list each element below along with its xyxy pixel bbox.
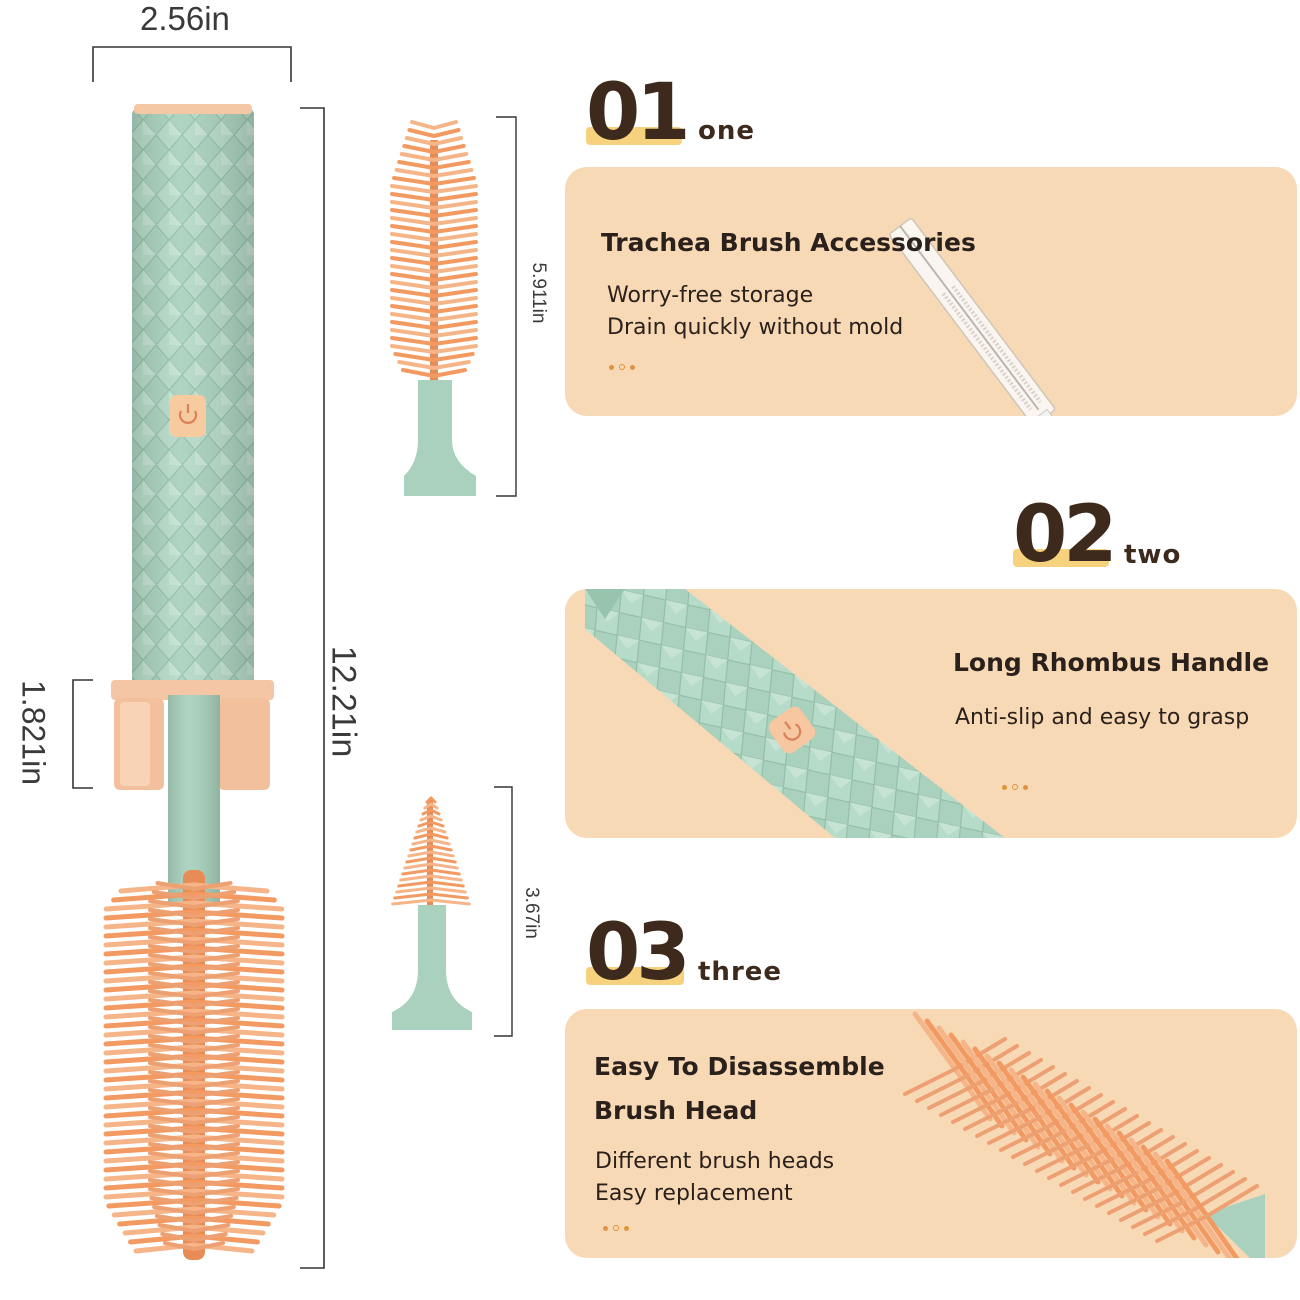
pagination-dots bbox=[603, 1225, 629, 1231]
feature-desc-line: Drain quickly without mold bbox=[607, 315, 904, 340]
pagination-dots bbox=[1002, 784, 1028, 790]
power-icon bbox=[768, 706, 816, 754]
number-highlight bbox=[1013, 549, 1109, 567]
feature-desc-line: Easy replacement bbox=[595, 1181, 793, 1206]
feature-word: three bbox=[698, 957, 783, 987]
bristles bbox=[103, 120, 478, 1254]
width-dimension-label: 2.56in bbox=[140, 0, 230, 37]
feature-card-3: Easy To Disassemble Brush Head Different… bbox=[565, 1009, 1297, 1258]
feature-title: Trachea Brush Accessories bbox=[601, 228, 976, 257]
power-icon bbox=[170, 395, 206, 437]
brush-head-closeup-image bbox=[903, 1011, 1265, 1258]
wall-clip bbox=[111, 680, 274, 700]
feature-number: 03 bbox=[586, 908, 691, 998]
feature-title: Long Rhombus Handle bbox=[953, 648, 1270, 677]
feature-title: Easy To Disassemble bbox=[594, 1052, 885, 1081]
feature-card-2: Long Rhombus Handle Anti-slip and easy t… bbox=[565, 589, 1297, 838]
handle-closeup-image bbox=[585, 589, 1005, 838]
brush-head-small bbox=[392, 800, 472, 1030]
feature-card-1: Trachea Brush Accessories Worry-free sto… bbox=[565, 167, 1297, 416]
number-highlight bbox=[586, 127, 682, 145]
straw-brush-image bbox=[889, 218, 1063, 416]
feature-number: 02 bbox=[1013, 490, 1118, 580]
feature-word: one bbox=[698, 116, 756, 146]
pagination-dots bbox=[609, 364, 635, 370]
feature-desc-line: Worry-free storage bbox=[607, 283, 814, 308]
feature-desc-line: Different brush heads bbox=[595, 1149, 835, 1174]
feature-number: 01 bbox=[586, 68, 691, 158]
feature-word: two bbox=[1124, 540, 1182, 570]
feature-desc-line: Anti-slip and easy to grasp bbox=[955, 705, 1250, 730]
number-highlight bbox=[586, 967, 684, 985]
feature-title: Brush Head bbox=[594, 1096, 758, 1125]
